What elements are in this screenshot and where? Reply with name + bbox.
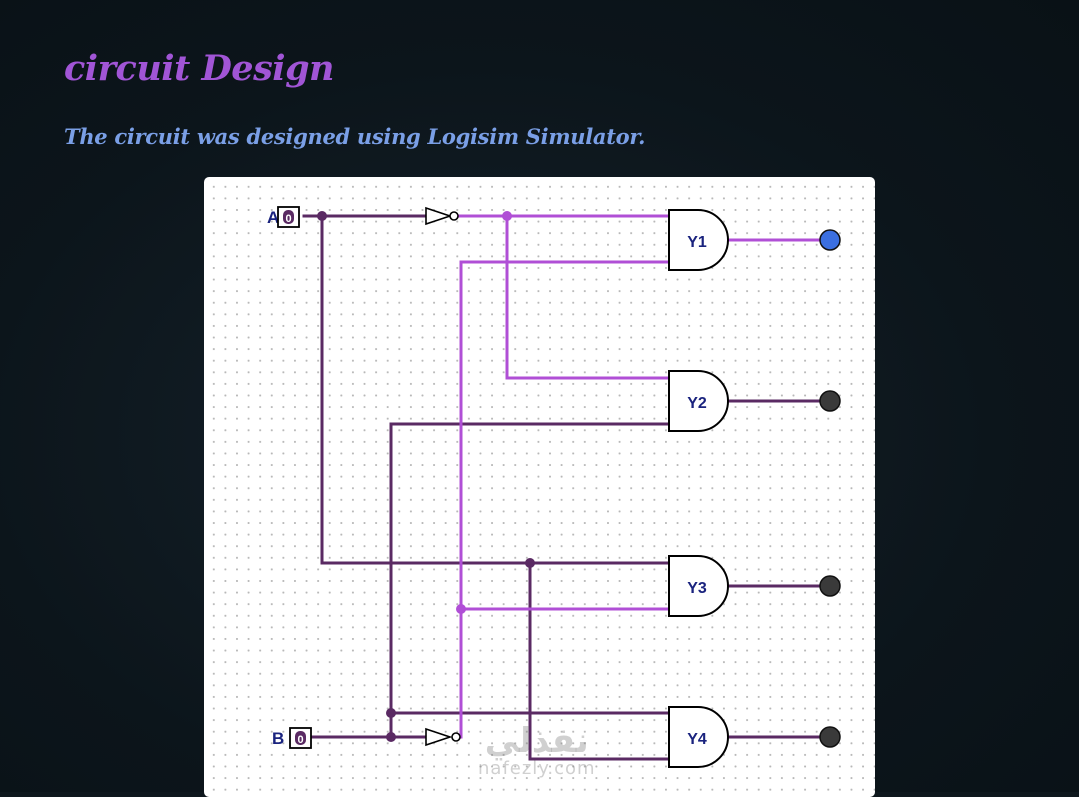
junction-dot [386, 708, 396, 718]
watermark-arabic: نفذلي [484, 721, 589, 761]
and-gate-y3 [668, 555, 729, 617]
gate-label-y4: Y4 [687, 731, 707, 748]
not-gate-b [425, 727, 461, 747]
page-subtitle: The circuit was designed using Logisim S… [64, 124, 646, 149]
wires-high [456, 214, 826, 739]
and-gate-y1 [668, 209, 729, 271]
and-gate-y2 [668, 370, 729, 432]
wires-low [302, 214, 826, 761]
output-led-y4 [819, 726, 841, 748]
watermark-latin: nafezly.com [478, 758, 596, 779]
gate-label-y1: Y1 [687, 234, 707, 251]
input-label-b: B [272, 729, 284, 748]
gate-label-y2: Y2 [687, 395, 707, 412]
circuit-diagram: Y1 Y2 Y3 Y4 A 0 B 0 [267, 206, 841, 768]
input-value-a: 0 [285, 213, 291, 225]
input-value-b: 0 [297, 734, 303, 746]
input-pin-a[interactable]: 0 [277, 206, 300, 228]
circuit-canvas: Y1 Y2 Y3 Y4 A 0 B 0 [204, 177, 875, 797]
junction-dot [502, 211, 512, 221]
page-title: circuit Design [64, 48, 335, 89]
wire-nota-y2 [505, 214, 671, 380]
gate-label-y3: Y3 [687, 580, 707, 597]
not-gate-a [425, 206, 459, 226]
junctions [317, 211, 535, 742]
output-led-y3 [819, 575, 841, 597]
input-pin-b[interactable]: 0 [289, 727, 312, 749]
wire-notb-up [459, 260, 671, 739]
output-led-y2 [819, 390, 841, 412]
junction-dot [317, 211, 327, 221]
junction-dot [386, 732, 396, 742]
junction-dot [456, 604, 466, 614]
watermark: نفذلي nafezly.com [478, 722, 596, 778]
input-label-a: A [267, 208, 279, 227]
and-gate-y4 [668, 706, 729, 768]
junction-dot [525, 558, 535, 568]
wire-a-down [320, 214, 671, 565]
output-led-y1 [819, 229, 841, 251]
wire-b-up [389, 422, 671, 739]
